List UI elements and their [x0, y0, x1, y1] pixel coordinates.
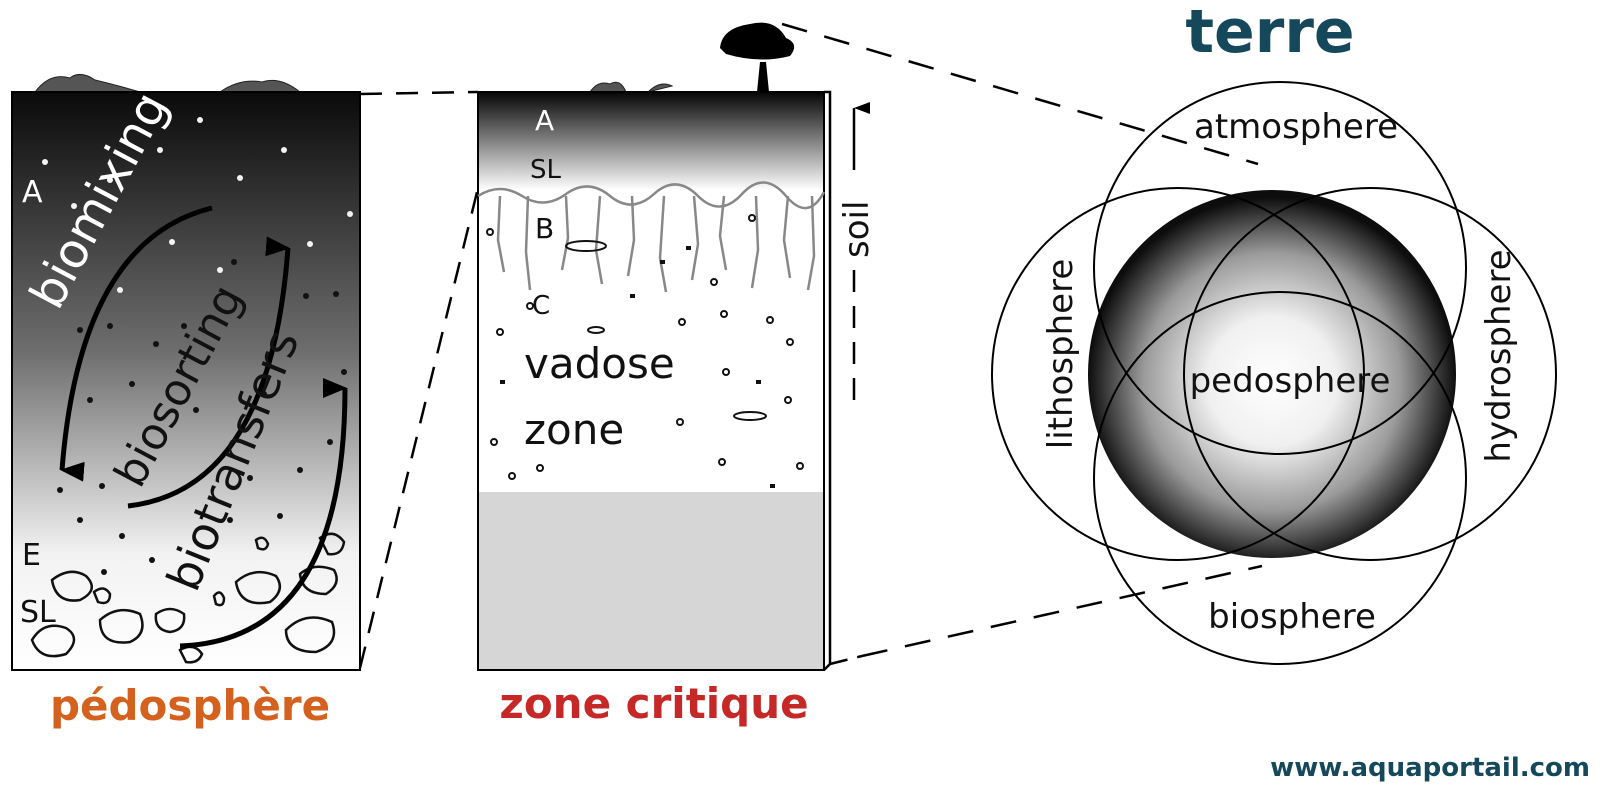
biosorting-arrow — [127, 236, 291, 509]
website-watermark[interactable]: www.aquaportail.com — [1270, 753, 1590, 783]
column-bottom-edge — [829, 654, 863, 666]
sphere-pedosphere: pedosphere — [1190, 361, 1391, 401]
critical-zone-bedrock — [478, 492, 824, 670]
title-pedosphere: pédosphère — [50, 681, 330, 730]
column-side-edge — [823, 90, 832, 671]
critical-zone-topsoil — [478, 92, 824, 190]
critical-zone-panel: A SL B C vadose zone soil — [477, 22, 877, 671]
vadose-zone-line2: zone — [524, 405, 624, 454]
biomixing-arrow — [59, 205, 213, 482]
sphere-atmosphere: atmosphere — [1194, 107, 1398, 147]
surface-bump — [33, 74, 141, 93]
vadose-zone-line1: vadose — [524, 339, 675, 388]
pore-ellipse — [587, 326, 605, 334]
speckles-upper — [42, 117, 353, 293]
biotransfers-arrow — [179, 377, 348, 649]
title-earth: terre — [1185, 0, 1354, 67]
speckles-lower — [57, 259, 347, 575]
pedo-horizon-a: A — [22, 175, 43, 210]
hydrosphere-ring — [1183, 187, 1557, 561]
critical-zone-column — [477, 91, 825, 671]
vadose-grains — [486, 214, 804, 480]
pedo-horizon-sl: SL — [20, 595, 56, 630]
title-critical-zone: zone critique — [499, 679, 808, 728]
sphere-biosphere: biosphere — [1208, 597, 1376, 637]
cz-horizon-b: B — [535, 212, 554, 245]
biosphere-ring — [1093, 291, 1467, 665]
earth-panel: atmosphere lithosphere hydrosphere biosp… — [991, 81, 1557, 665]
sphere-rings — [991, 81, 1557, 665]
surface-bump — [218, 79, 302, 93]
zoom-connector-right — [781, 22, 1263, 658]
b-horizon-columns — [496, 195, 816, 293]
sphere-hydrosphere: hydrosphere — [1479, 249, 1519, 462]
surface-bump — [646, 83, 674, 93]
atmosphere-ring — [1093, 81, 1467, 455]
cz-horizon-a: A — [535, 104, 554, 137]
cz-horizon-c: C — [532, 291, 550, 321]
pore-ellipse — [565, 240, 607, 252]
pedosphere-sphere — [1088, 190, 1456, 558]
pebbles — [30, 532, 346, 664]
vadose-dots — [500, 246, 775, 488]
cz-horizon-sl: SL — [530, 155, 562, 185]
sphere-lithosphere: lithosphere — [1041, 259, 1081, 450]
b-horizon-boundary — [477, 181, 826, 210]
soil-label: soil — [837, 201, 877, 258]
pore-ellipse — [733, 411, 767, 421]
tree-icon — [720, 22, 795, 92]
surface-bump — [589, 81, 627, 93]
pedo-horizon-e: E — [22, 538, 41, 573]
lithosphere-ring — [991, 187, 1365, 561]
zoom-connector-left — [358, 90, 480, 669]
pedosphere-panel: A E SL biomixing biosorting biotransfers — [11, 74, 361, 671]
